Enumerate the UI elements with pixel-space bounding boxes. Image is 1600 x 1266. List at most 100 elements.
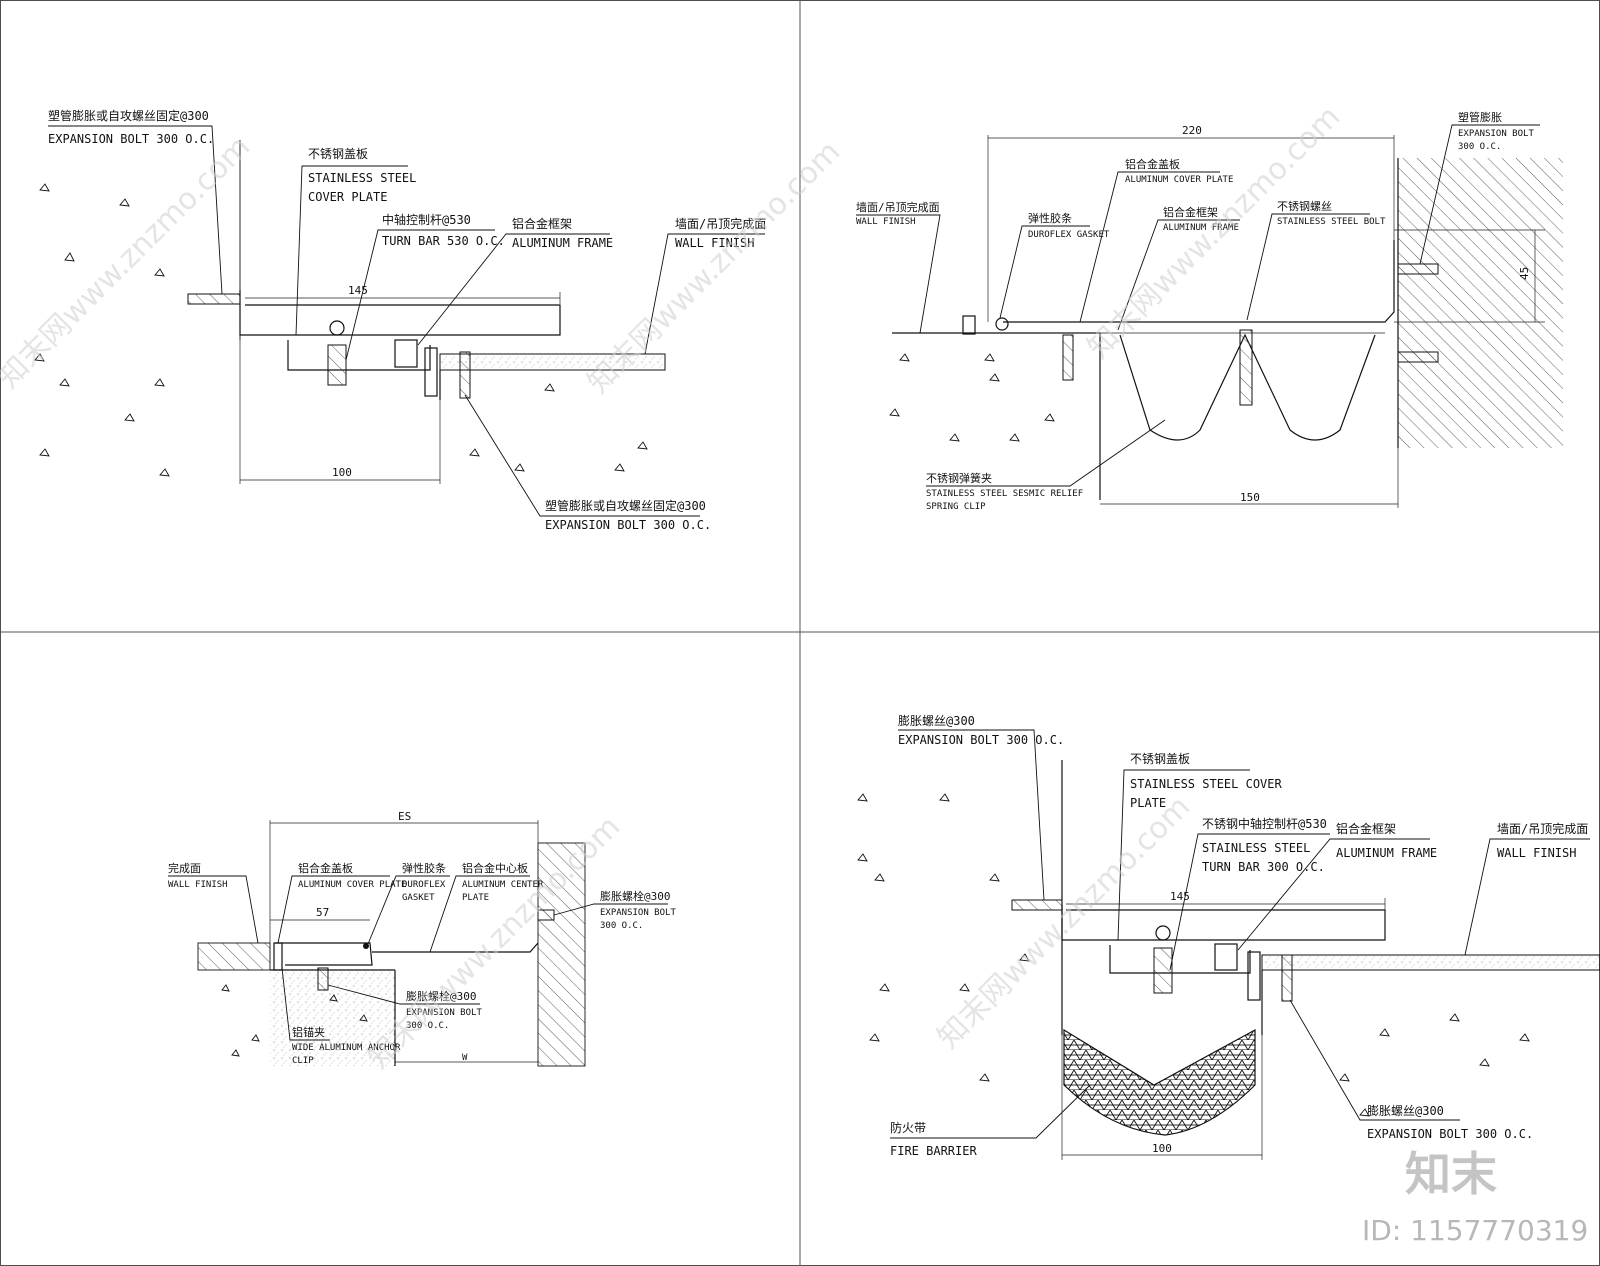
label-frame-en: ALUMINUM FRAME [1163,223,1239,233]
label-bolt-cn: 膨胀螺栓@300 [600,889,671,903]
expansion-bolt-right [1281,954,1293,1002]
label-fire-cn: 防火带 [890,1120,926,1135]
dim-100: 100 [332,466,352,479]
label-bolt2-en: EXPANSION BOLT 300 O.C. [1367,1127,1533,1141]
label-cover-cn: 铝合金盖板 [298,861,353,875]
turn-bar [1153,947,1173,994]
label-bolt2-en: EXPANSION BOLT 300 O.C. [545,518,711,532]
label-gasket-cn: 弹性胶条 [402,861,446,875]
dim-145: 145 [1170,890,1190,903]
dim-100: 100 [1152,1142,1172,1155]
label-turnbar-en2: TURN BAR 300 O.C. [1202,860,1325,874]
label-bolt-en: EXPANSION BOLT 300 O.C. [898,733,1064,747]
aluminum-frame [287,340,431,371]
label-center-en2: PLATE [462,893,489,903]
image-id: ID: 1157770319 [1362,1214,1588,1247]
label-wall-en: WALL FINISH [1497,846,1576,860]
label-clip-cn: 铝锚夹 [292,1025,325,1039]
floor-finish [1261,954,1600,971]
watermark-1: 知末网www.znzmo.com [0,129,257,395]
label-fire-en: FIRE BARRIER [890,1144,977,1158]
aluminum-center-plate [372,942,539,953]
label-clip-en2: SPRING CLIP [926,502,986,512]
fire-barrier [1063,1028,1256,1136]
label-turnbar-cn: 中轴控制杆@530 [382,212,471,227]
label-cover-cn: 不锈钢盖板 [308,147,368,161]
brand-logo: 知末 [1405,1147,1497,1201]
watermark-5: 知末网www.znzmo.com [931,789,1197,1055]
expansion-bolt-right [459,351,471,399]
right-wall [537,842,586,1067]
label-bolt-cn: 塑管膨胀或自攻螺丝固定@300 [48,108,209,123]
label-cover-en2: COVER PLATE [308,190,387,204]
label-wall-en: WALL FINISH [856,217,916,227]
label-center-en1: ALUMINUM CENTER [462,880,544,890]
label-exp-en2: 300 O.C. [1458,142,1501,152]
label-bolt2-en2: 300 O.C. [406,1021,449,1031]
label-cover-en: ALUMINUM COVER PLATE [298,880,406,890]
label-wall-cn: 墙面/吊顶完成面 [675,216,766,231]
floor-finish [439,353,666,371]
label-bolt2-cn: 膨胀螺栓@300 [406,989,477,1003]
label-frame-cn: 铝合金框架 [1336,821,1396,836]
label-wall-cn: 墙面/吊顶完成面 [1497,821,1588,836]
expansion-bolt-left [1011,899,1063,911]
aluminum-cover-plate [1003,240,1395,323]
detail-a: 145 100 塑管膨胀或自攻螺丝固定@300 EXPANSION BOLT 3… [34,108,766,532]
label-bolt-cn: 膨胀螺丝@300 [898,714,975,728]
label-bolt-en2: 300 O.C. [600,921,643,931]
detail-d: 145 100 膨胀螺丝@300 EXPANSION BOLT 300 O.C.… [857,714,1600,1160]
label-clip-en1: STAINLESS STEEL SESMIC RELIEF [926,489,1083,499]
label-cover-en1: STAINLESS STEEL [308,171,416,185]
expansion-bolt-left [187,293,241,305]
label-wall-cn: 完成面 [168,861,201,875]
watermark-layer: 知末网www.znzmo.com 知末网www.znzmo.com 知末网www… [0,99,1347,1075]
dim-45: 45 [1518,267,1531,280]
dim-57: 57 [316,906,329,919]
label-frame-cn: 铝合金框架 [1163,205,1218,219]
label-turnbar-en1: STAINLESS STEEL [1202,841,1310,855]
label-wall-en: WALL FINISH [168,880,228,890]
label-turnbar-en: TURN BAR 530 O.C. [382,234,505,248]
watermark-2: 知末网www.znzmo.com [581,134,847,400]
label-frame-en: ALUMINUM FRAME [512,236,613,250]
duroflex-gasket [995,317,1009,331]
label-cover-en: ALUMINUM COVER PLATE [1125,175,1233,185]
label-gasket-en1: DUROFLEX [402,880,446,890]
aluminum-frame [1109,945,1251,974]
detail-c: ES 57 W 完成面 WALL FINISH 铝合金盖板 ALUMINUM C… [168,810,676,1067]
turn-bar [327,344,347,386]
dim-220: 220 [1182,124,1202,137]
label-cover-cn: 铝合金盖板 [1125,157,1180,171]
label-frame-cn: 铝合金框架 [512,216,572,231]
label-cover-en1: STAINLESS STEEL COVER [1130,777,1282,791]
label-gasket-cn: 弹性胶条 [1028,211,1072,225]
label-clip-en1: WIDE ALUMINUM ANCHOR [292,1043,401,1053]
watermark-4: 知末网www.znzmo.com [361,809,627,1075]
dim-es: ES [398,810,411,823]
hatched-wall [1398,158,1563,448]
label-bolt-en: EXPANSION BOLT 300 O.C. [48,132,214,146]
label-bolt2-cn: 塑管膨胀或自攻螺丝固定@300 [545,498,706,513]
label-frame-en: ALUMINUM FRAME [1336,846,1437,860]
label-gasket-en: DUROFLEX GASKET [1028,230,1110,240]
label-bolt2-en1: EXPANSION BOLT [406,1008,482,1018]
cover-plate [239,290,561,336]
left-finish [197,942,271,971]
label-clip-en2: CLIP [292,1056,314,1066]
label-ssbolt-en: STAINLESS STEEL BOLT [1277,217,1386,227]
dim-w: W [462,1053,468,1063]
dim-145: 145 [348,284,368,297]
expansion-bolt [317,967,329,991]
label-cover-en2: PLATE [1130,796,1166,810]
label-ssbolt-cn: 不锈钢螺丝 [1277,200,1332,213]
detail-b: 220 45 150 墙面/吊顶完成面 WALL FINISH 弹性胶条 DUR… [856,110,1563,512]
label-bolt-en1: EXPANSION BOLT [600,908,676,918]
cover-plate [1061,905,1386,941]
label-exp-en1: EXPANSION BOLT [1458,129,1534,139]
aluminum-cover-plate [275,942,373,966]
label-clip-cn: 不锈钢弹簧夹 [926,471,992,485]
label-bolt2-cn: 膨胀螺丝@300 [1367,1104,1444,1118]
label-cover-cn: 不锈钢盖板 [1130,752,1190,766]
